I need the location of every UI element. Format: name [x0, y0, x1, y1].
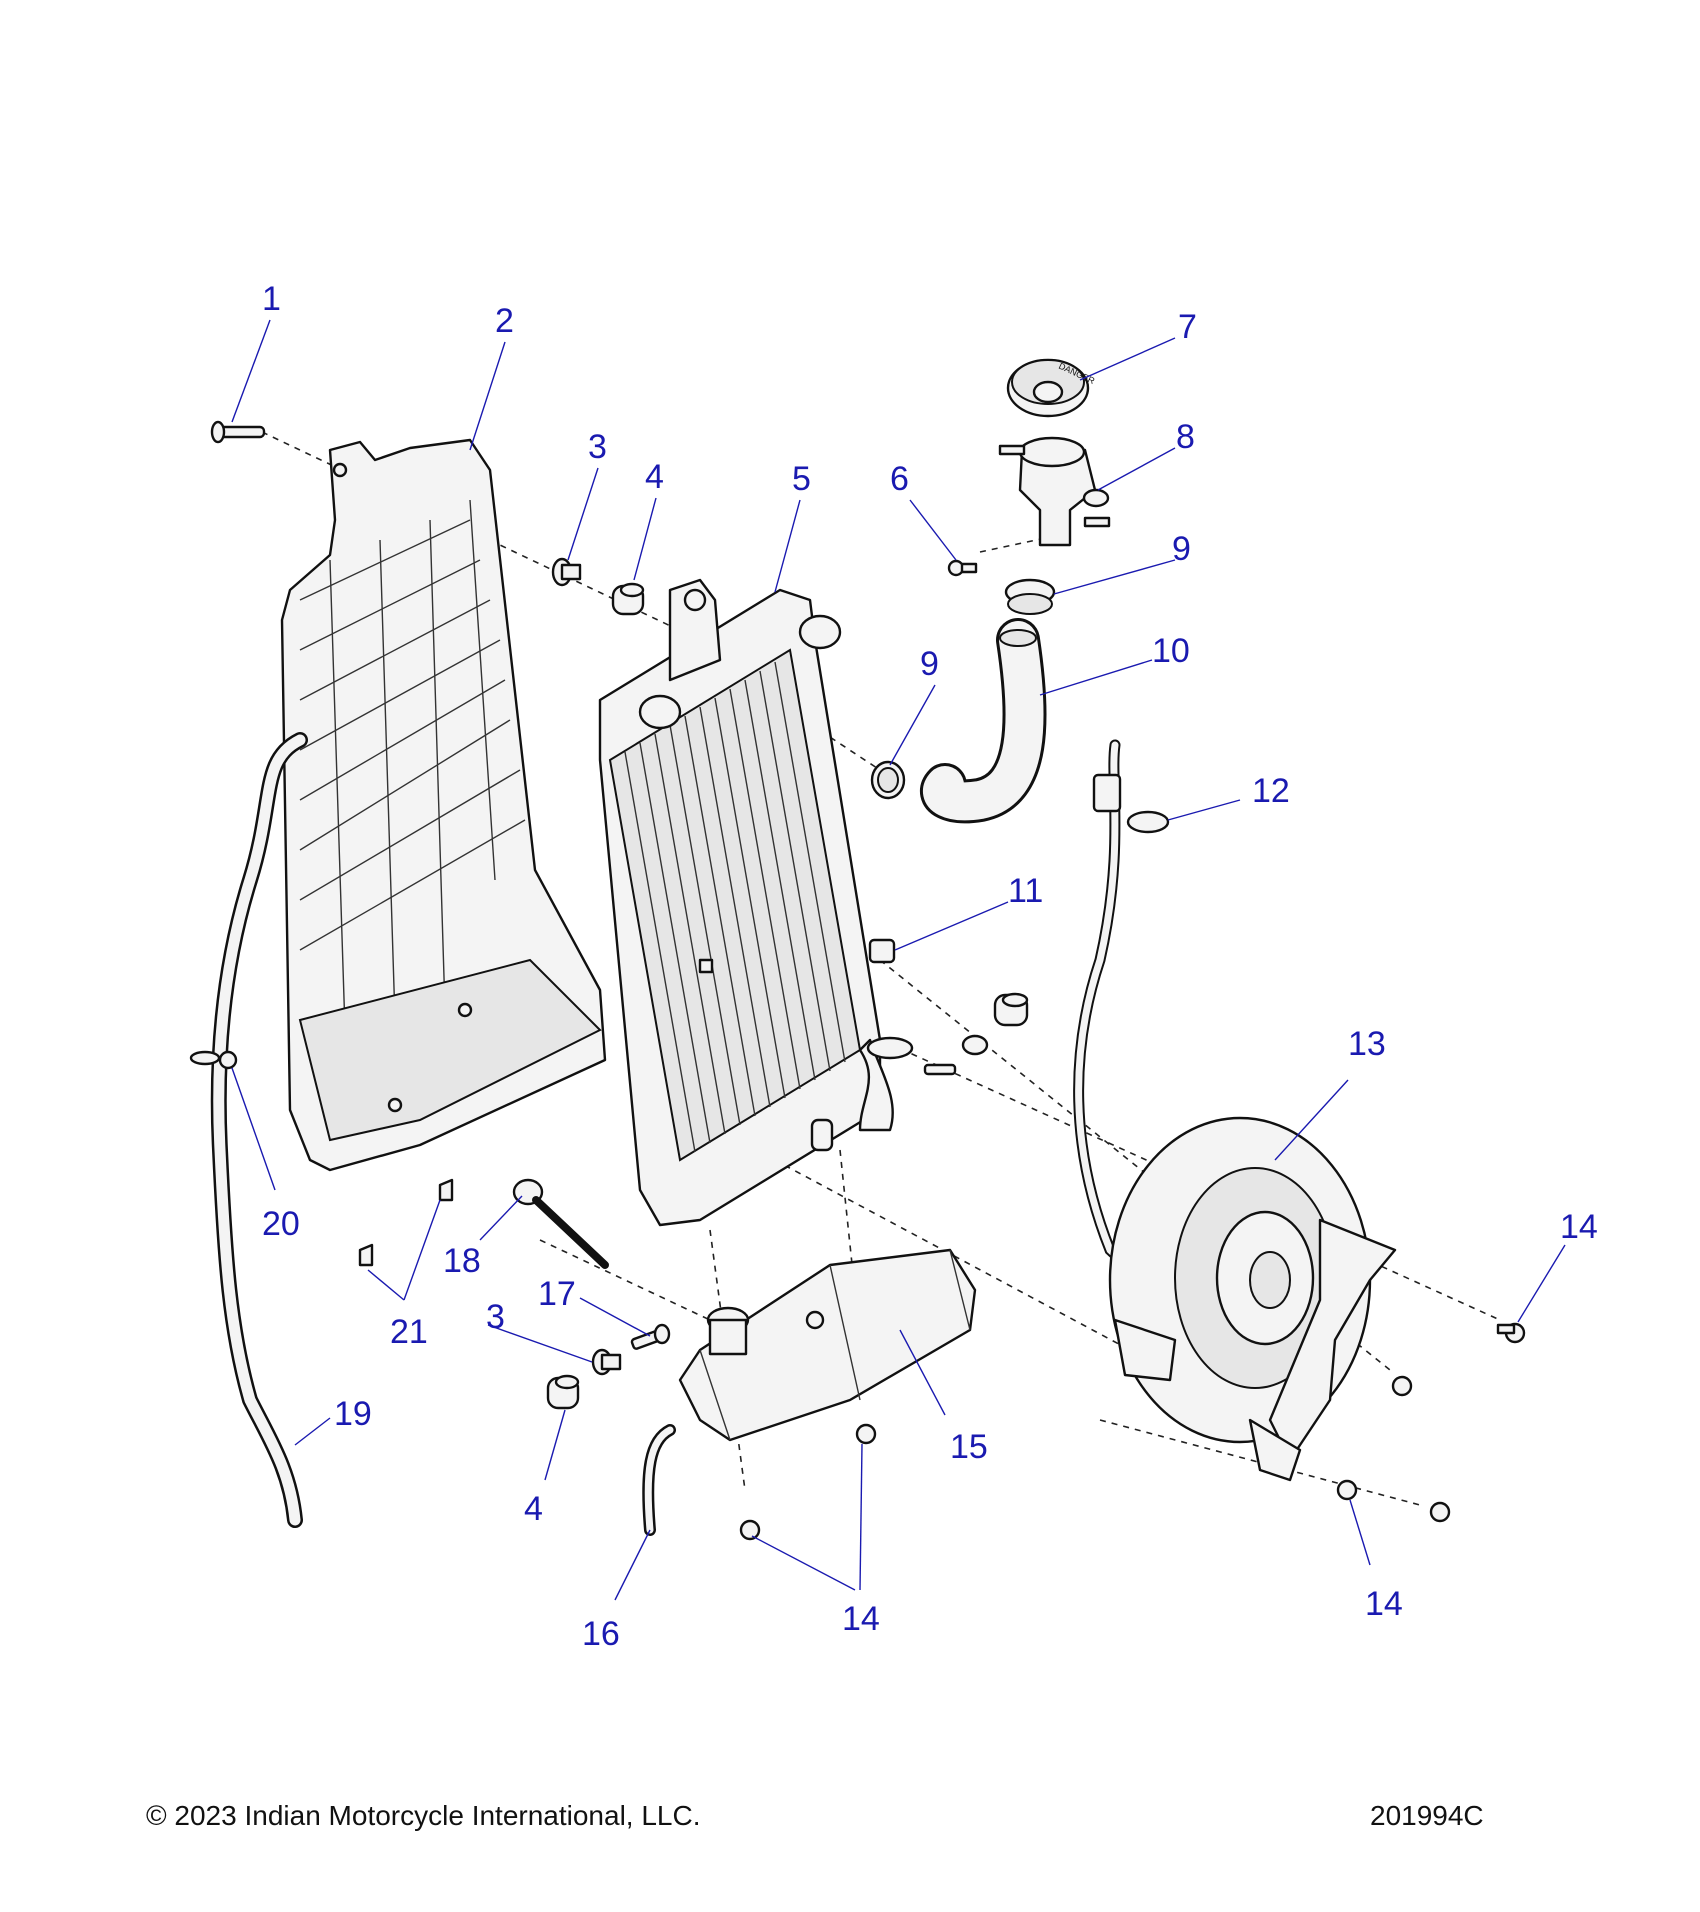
- part-3-collar-upper: [551, 557, 582, 587]
- part-19-overflow-hose: [210, 732, 308, 1528]
- callout-2: 2: [495, 302, 514, 340]
- part-9-clamp-upper: [1004, 578, 1056, 615]
- part-grommet-right: [923, 992, 1029, 1076]
- part-14-bolt-tank-left: [739, 1519, 761, 1541]
- leader-lines: [231, 319, 1566, 1601]
- part-14-bolt-lower-right: [1429, 1501, 1451, 1523]
- callout-19: 19: [334, 1395, 372, 1433]
- part-14-fasteners: [739, 1322, 1526, 1541]
- part-2-radiator-shroud: [280, 438, 607, 1267]
- part-8-filler-neck: [998, 436, 1111, 547]
- part-4-grommet-upper: [611, 582, 645, 616]
- part-16-reservoir-hose: [642, 1424, 676, 1536]
- callout-13: 13: [1348, 1025, 1386, 1063]
- callout-6: 6: [890, 460, 909, 498]
- part-14-bolt-tank-right: [855, 1423, 877, 1445]
- callout-14-right: 14: [1560, 1208, 1598, 1246]
- callout-21: 21: [390, 1313, 428, 1351]
- callout-labels: 1 2 3 4 5 6 7 8 9 9 10 11 12 13 14 14 14…: [262, 280, 1598, 1653]
- callout-11: 11: [1008, 872, 1043, 910]
- part-12-cable-tie: [1126, 810, 1170, 834]
- callout-10: 10: [1152, 632, 1190, 670]
- part-3-collar-lower: [591, 1348, 622, 1376]
- callout-14-fan-lower: 14: [1365, 1585, 1403, 1623]
- part-13-cooling-fan: [1108, 1116, 1397, 1482]
- callout-18: 18: [443, 1242, 481, 1280]
- part-17-bolt: [630, 1323, 671, 1350]
- part-11-clip-nut: [868, 938, 896, 964]
- part-14-bolt-right: [1496, 1322, 1526, 1344]
- part-1-bolt: [210, 420, 266, 444]
- callout-3-lower: 3: [486, 1298, 505, 1336]
- callout-7: 7: [1178, 308, 1197, 346]
- copyright-text: © 2023 Indian Motorcycle International, …: [146, 1800, 701, 1831]
- callout-17: 17: [538, 1275, 576, 1313]
- part-5-radiator: [598, 578, 914, 1227]
- part-14-bolt-fan: [1391, 1375, 1413, 1397]
- callout-1: 1: [262, 280, 281, 318]
- callout-8: 8: [1176, 418, 1195, 456]
- part-4-grommet-lower: [546, 1374, 580, 1410]
- callout-16: 16: [582, 1615, 620, 1653]
- drawing-number: 201994C: [1370, 1800, 1484, 1831]
- callout-4-lower: 4: [524, 1490, 543, 1528]
- callout-5: 5: [792, 460, 811, 498]
- part-20-hose-clip: [189, 1050, 238, 1070]
- part-10-upper-hose: [920, 618, 1047, 824]
- part-18-reservoir-cap: [512, 1178, 609, 1269]
- part-15-coolant-reservoir: [678, 1248, 977, 1442]
- part-14-bolt-lower: [1336, 1479, 1358, 1501]
- callout-3-upper: 3: [588, 428, 607, 466]
- part-6-screw: [947, 559, 978, 577]
- callout-14-tank: 14: [842, 1600, 880, 1638]
- callout-12: 12: [1252, 772, 1290, 810]
- part-9-clamp-lower: [870, 760, 906, 800]
- callout-9-upper: 9: [1172, 530, 1191, 568]
- callout-9-lower: 9: [920, 645, 939, 683]
- callout-20: 20: [262, 1205, 300, 1243]
- part-7-radiator-cap: DANGER: [1006, 358, 1097, 418]
- callout-4-upper: 4: [645, 458, 664, 496]
- callout-15: 15: [950, 1428, 988, 1466]
